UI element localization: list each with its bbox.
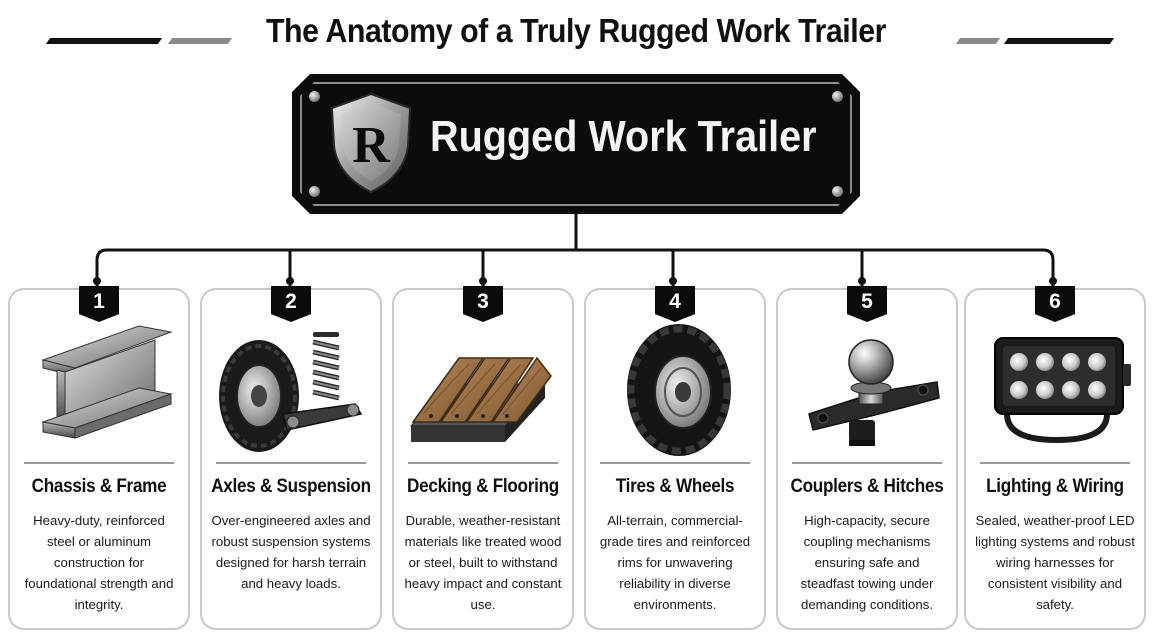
- component-card-chassis: 1 Chassis & Frame Heavy-duty, reinforced…: [8, 286, 190, 630]
- card-description: Heavy-duty, reinforced steel or aluminum…: [24, 513, 174, 612]
- shield-icon: R: [330, 92, 412, 194]
- connector-tree: [93, 212, 1057, 287]
- plate-border: [300, 82, 852, 206]
- bolt-icon: [832, 186, 843, 197]
- bolt-icon: [309, 186, 320, 197]
- card-title: Lighting & Wiring: [986, 476, 1124, 497]
- number-badge: 5: [847, 286, 887, 322]
- card-divider: [980, 462, 1130, 464]
- off-road-tire-icon: [627, 324, 731, 456]
- wood-deck-planks-icon: [409, 356, 552, 442]
- card-title: Axles & Suspension: [211, 476, 371, 497]
- number-badge: 4: [655, 286, 695, 322]
- wheel-and-coil-spring-icon: [219, 332, 363, 452]
- card-title: Tires & Wheels: [615, 476, 735, 497]
- logo-letter: R: [352, 117, 391, 174]
- component-card-decking: 3 Decking & Flooring Durable, weather-re…: [392, 286, 574, 630]
- steel-i-beam-icon: [41, 325, 173, 439]
- card-divider: [792, 462, 942, 464]
- bolt-icon: [832, 91, 843, 102]
- card-title: Decking & Flooring: [407, 476, 559, 497]
- component-card-tires: 4 Tires & Wheels All-terrain, commercial…: [584, 286, 766, 630]
- card-description: All-terrain, commercial-grade tires and …: [599, 513, 751, 612]
- plate-title: Rugged Work Trailer: [430, 112, 817, 161]
- header: The Anatomy of a Truly Rugged Work Trail…: [0, 8, 1152, 58]
- led-light-bar-icon: [994, 337, 1131, 444]
- card-description: Over-engineered axles and robust suspens…: [211, 513, 371, 591]
- card-divider: [24, 462, 174, 464]
- card-title: Chassis & Frame: [31, 476, 167, 497]
- title-plate: R Rugged Work Trailer: [292, 74, 860, 214]
- number-badge: 3: [463, 286, 503, 322]
- bolt-icon: [309, 91, 320, 102]
- card-description: High-capacity, secure coupling mechanism…: [800, 513, 934, 612]
- card-divider: [216, 462, 366, 464]
- card-divider: [408, 462, 558, 464]
- component-card-axles: 2 Axles & Suspension Over-engineered axl…: [200, 286, 382, 630]
- card-description: Durable, weather-resistant materials lik…: [404, 513, 562, 612]
- component-card-couplers: 5 Couplers & Hitches High-capacity, secu…: [776, 286, 958, 630]
- component-card-lighting: 6 Lighting & Wiring Sealed, weather-proo…: [964, 286, 1146, 630]
- tow-ball-hitch-icon: [808, 339, 940, 446]
- page-title: The Anatomy of a Truly Rugged Work Trail…: [265, 12, 887, 49]
- number-badge: 2: [271, 286, 311, 322]
- number-badge: 6: [1035, 286, 1075, 322]
- number-badge: 1: [79, 286, 119, 322]
- card-divider: [600, 462, 750, 464]
- card-description: Sealed, weather-proof LED lighting syste…: [975, 513, 1135, 612]
- card-title: Couplers & Hitches: [790, 476, 944, 497]
